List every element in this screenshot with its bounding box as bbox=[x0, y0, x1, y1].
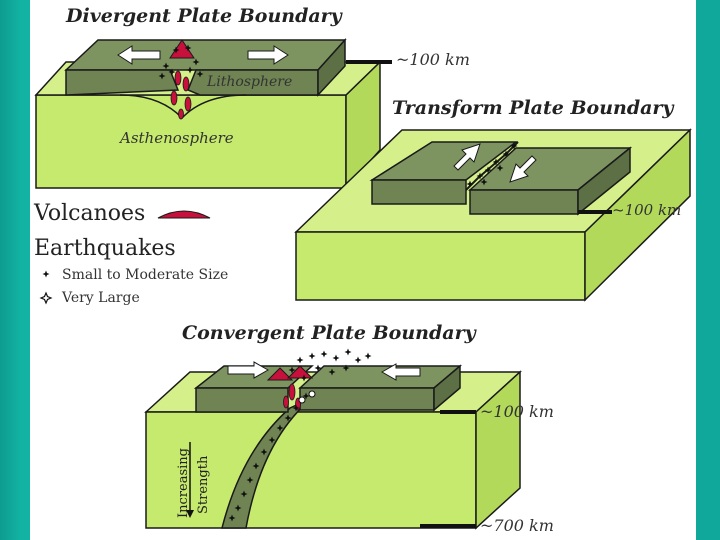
legend-small-quakes: Small to Moderate Size bbox=[62, 267, 229, 283]
strength-label-line1: Increasing bbox=[176, 448, 191, 518]
legend-volcanoes: Volcanoes bbox=[34, 201, 146, 226]
transform-block bbox=[294, 128, 692, 302]
transform-title: Transform Plate Boundary bbox=[392, 97, 674, 119]
transform-depth-label: ~100 km bbox=[612, 201, 682, 219]
convergent-block bbox=[144, 348, 522, 530]
divergent-depth-label: ~100 km bbox=[396, 50, 470, 69]
strength-label-line2: Strength bbox=[196, 455, 211, 514]
convergent-title: Convergent Plate Boundary bbox=[182, 322, 476, 344]
divergent-title: Divergent Plate Boundary bbox=[66, 5, 342, 27]
legend bbox=[39, 210, 211, 305]
legend-large-quakes: Very Large bbox=[62, 290, 140, 306]
lithosphere-label: Lithosphere bbox=[207, 74, 293, 90]
convergent-deep-depth-label: ~700 km bbox=[480, 516, 554, 535]
divergent-block bbox=[34, 38, 392, 190]
asthenosphere-label: Asthenosphere bbox=[120, 129, 234, 147]
convergent-shallow-depth-label: ~100 km bbox=[480, 402, 554, 421]
legend-earthquakes: Earthquakes bbox=[34, 236, 176, 261]
